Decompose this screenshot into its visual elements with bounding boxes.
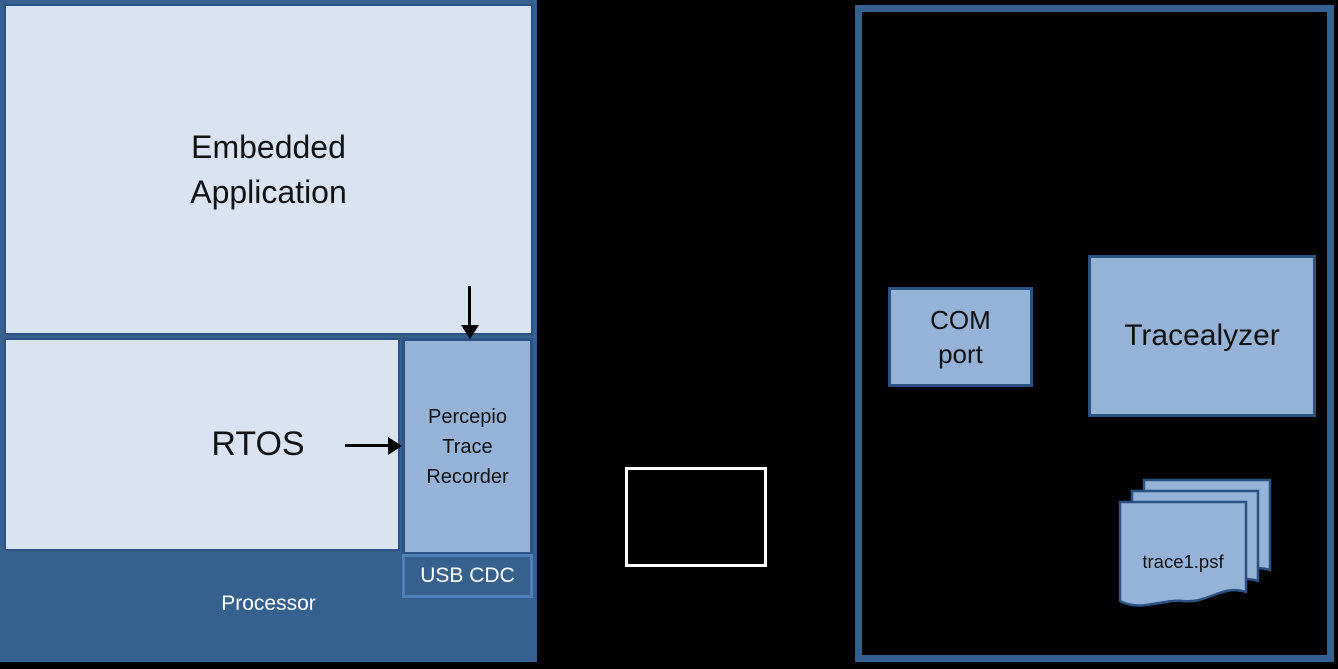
com-port-box: COM port [888,287,1033,387]
arrow-stem [468,286,471,326]
tracealyzer-box: Tracealyzer [1088,255,1316,417]
trace-file-page-front: trace1.psf [1118,500,1248,607]
processor-label: Processor [221,592,316,615]
percepio-trace-recorder-box: Percepio Trace Recorder [402,338,533,555]
trace-file-stack-icon: trace1.psf [1118,478,1272,607]
processor-container: Embedded Application RTOS Percepio Trace… [0,0,537,662]
rtos-box: RTOS [4,338,400,551]
arrow-stem [345,444,389,447]
com-port-label-line2: port [938,339,983,369]
tracealyzer-label: Tracealyzer [1124,319,1280,352]
arrow-rtos-to-recorder-icon [345,437,402,455]
arrow-head [388,437,402,455]
pc-container: COM port Tracealyzer trace1.psf [855,5,1334,662]
rtos-label: RTOS [211,425,305,463]
embedded-application-label-line2: Application [190,173,347,210]
com-port-label-line1: COM [930,305,991,335]
embedded-application-box: Embedded Application [4,4,533,335]
recorder-label-line2: Trace [442,435,493,458]
embedded-application-label-line1: Embedded [191,128,346,165]
usb-cdc-label: USB CDC [420,564,515,587]
arrow-app-to-recorder-icon [461,286,479,339]
trace-file-label: trace1.psf [1142,551,1224,572]
recorder-label-line1: Percepio [428,405,507,428]
arrow-head [461,325,479,339]
recorder-label-line3: Recorder [426,465,509,488]
usb-cable-box [625,467,767,567]
usb-cdc-box: USB CDC [402,554,533,598]
